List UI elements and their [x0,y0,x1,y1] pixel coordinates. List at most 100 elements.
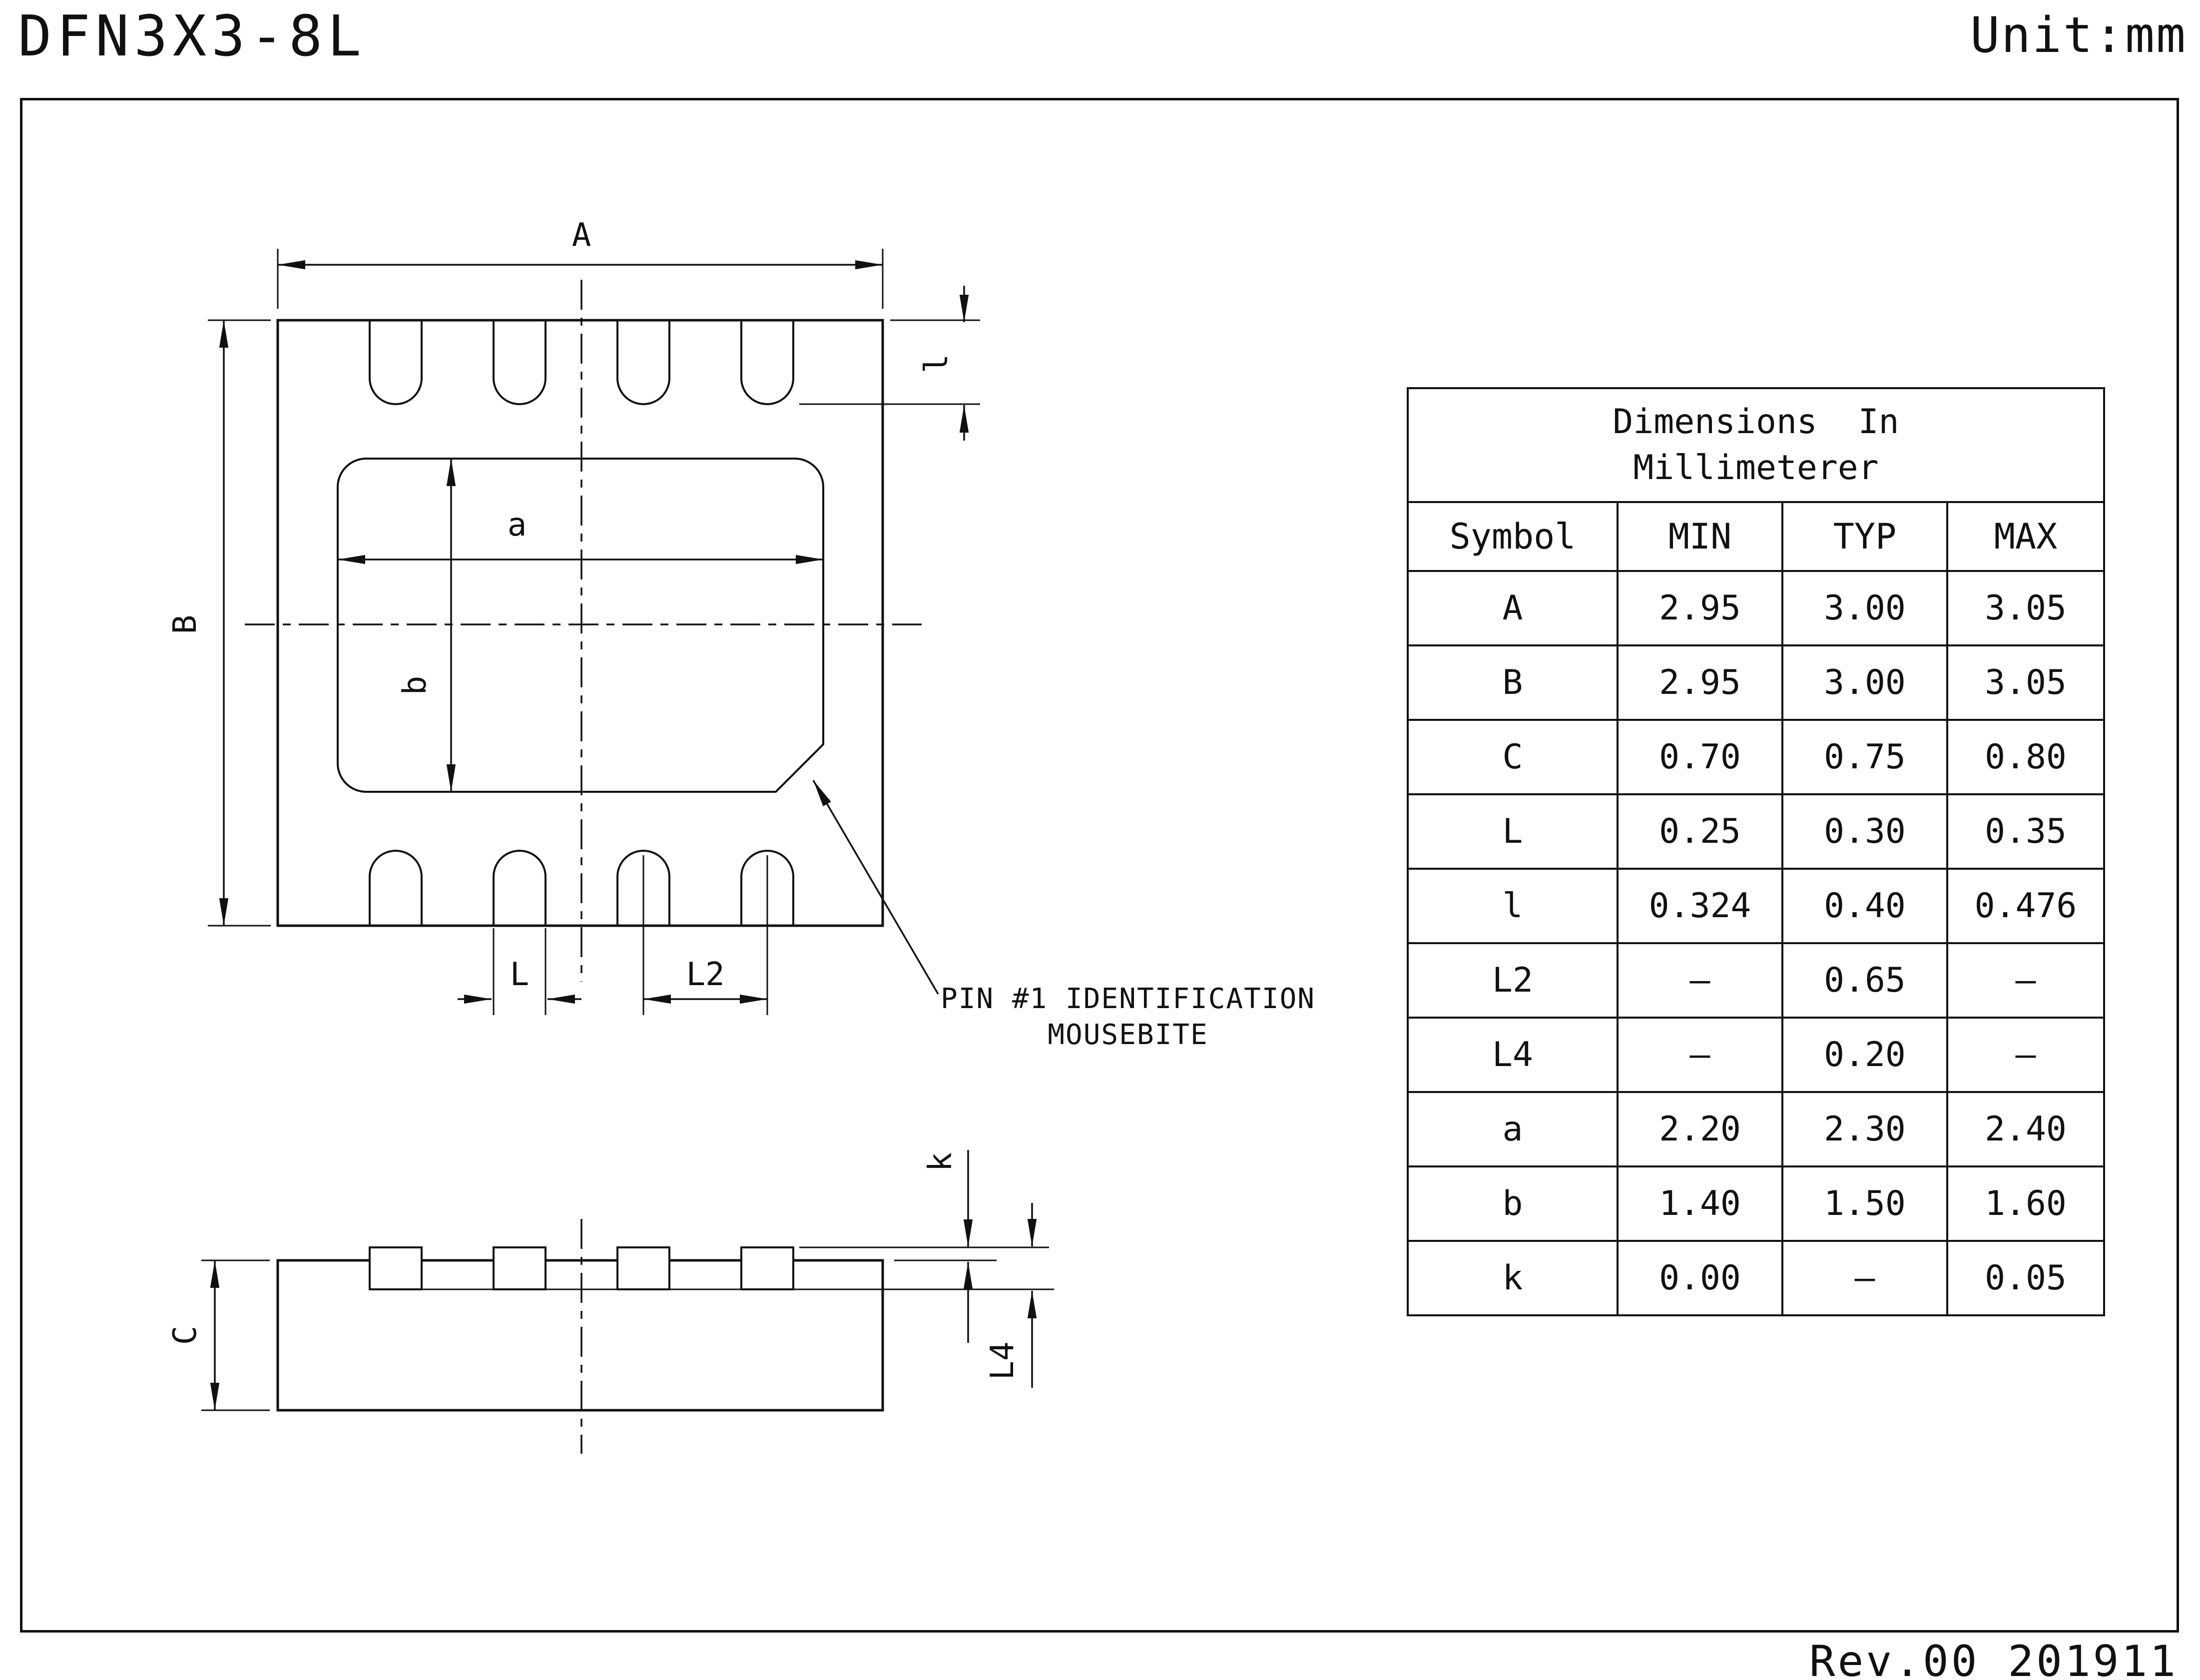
cell-typ: – [1781,1240,1948,1316]
bottom-pad-2 [493,850,547,925]
dim-B-extension-lines [208,319,271,927]
cell-symbol: l [1407,868,1619,944]
table-title-row: Dimensions In Millimeterer [1407,387,2105,503]
dim-L4-label: L4 [984,1341,1021,1380]
table-row: L 0.25 0.30 0.35 [1407,793,2105,870]
col-header-min: MIN [1617,501,1783,572]
package-outline [276,319,884,927]
cell-max: 3.05 [1946,570,2105,646]
cell-typ: 3.00 [1781,570,1948,646]
table-title: Dimensions In Millimeterer [1407,387,2105,503]
cell-symbol: L [1407,793,1619,870]
page-title: DFN3X3-8L [18,4,366,69]
col-header-max: MAX [1946,501,2105,572]
top-pad-2 [493,321,547,405]
table-title-line1: Dimensions In [1613,402,1899,442]
dimensions-table: Dimensions In Millimeterer Symbol MIN TY… [1407,387,2105,1316]
table-row: L2 – 0.65 – [1407,942,2105,1019]
table-row: B 2.95 3.00 3.05 [1407,644,2105,721]
dim-C-extension-lines [201,1259,270,1411]
col-header-symbol: Symbol [1407,501,1619,572]
cell-symbol: L2 [1407,942,1619,1019]
dim-C-label: C [167,1326,204,1345]
cell-symbol: a [1407,1091,1619,1167]
top-pad-3 [616,321,670,405]
exposed-pad [337,458,824,793]
side-lead-4 [740,1246,794,1290]
cell-typ: 3.00 [1781,644,1948,721]
dim-a-label: a [508,507,527,544]
cell-max: – [1946,1017,2105,1093]
dim-A-label: A [572,217,591,254]
table-row: a 2.20 2.30 2.40 [1407,1091,2105,1167]
cell-max: 0.476 [1946,868,2105,944]
cell-min: – [1617,942,1783,1019]
table-row: L4 – 0.20 – [1407,1017,2105,1093]
cell-min: 1.40 [1617,1165,1783,1242]
bottom-pad-4 [740,850,794,925]
dim-L2-label: L2 [686,956,724,993]
cell-max: 0.80 [1946,719,2105,795]
cell-typ: 0.20 [1781,1017,1948,1093]
cell-min: 2.95 [1617,644,1783,721]
cell-typ: 0.30 [1781,793,1948,870]
cell-min: 2.20 [1617,1091,1783,1167]
cell-min: 0.70 [1617,719,1783,795]
cell-min: 0.25 [1617,793,1783,870]
table-row: k 0.00 – 0.05 [1407,1240,2105,1316]
dim-L-label: L [510,956,530,993]
side-lead-1 [369,1246,423,1290]
dim-L2-extension-lines [642,855,768,1015]
cell-max: 1.60 [1946,1165,2105,1242]
table-row: b 1.40 1.50 1.60 [1407,1165,2105,1242]
package-top-view: A B a b l L L2 [167,217,1315,1051]
dim-l-label: l [918,354,955,374]
dim-b-label: b [397,676,434,695]
drawing-border-frame [20,98,2179,1633]
top-pad-1 [369,321,423,405]
table-header-row: Symbol MIN TYP MAX [1407,501,2105,572]
cell-max: 2.40 [1946,1091,2105,1167]
pin1-leader-arrow [812,780,939,995]
side-lead-3 [616,1246,670,1290]
unit-label: Unit:mm [1970,7,2187,64]
cell-symbol: A [1407,570,1619,646]
body-outline [276,1259,884,1412]
cell-typ: 0.65 [1781,942,1948,1019]
dim-B-label: B [167,615,204,634]
cell-max: 0.35 [1946,793,2105,870]
dim-A-extension-lines [277,249,884,309]
pin1-annotation-line2: MOUSEBITE [1048,1019,1208,1051]
cell-typ: 0.75 [1781,719,1948,795]
cell-min: 2.95 [1617,570,1783,646]
cell-max: – [1946,942,2105,1019]
revision-label: Rev.00 201911 [1809,1637,2178,1680]
cell-max: 0.05 [1946,1240,2105,1316]
table-row: l 0.324 0.40 0.476 [1407,868,2105,944]
table-row: C 0.70 0.75 0.80 [1407,719,2105,795]
cell-symbol: k [1407,1240,1619,1316]
table-row: A 2.95 3.00 3.05 [1407,570,2105,646]
cell-typ: 1.50 [1781,1165,1948,1242]
cell-symbol: b [1407,1165,1619,1242]
bottom-pad-3 [616,850,670,925]
cell-typ: 2.30 [1781,1091,1948,1167]
cell-min: 0.00 [1617,1240,1783,1316]
cell-max: 3.05 [1946,644,2105,721]
cell-symbol: B [1407,644,1619,721]
pin1-annotation-line1: PIN #1 IDENTIFICATION [941,983,1315,1015]
col-header-typ: TYP [1781,501,1948,572]
dim-k-label: k [922,1152,959,1172]
table-title-line2: Millimeterer [1633,448,1879,488]
top-pad-4 [740,321,794,405]
cell-min: 0.324 [1617,868,1783,944]
cell-min: – [1617,1017,1783,1093]
side-lead-2 [493,1246,547,1290]
cell-symbol: C [1407,719,1619,795]
dim-L-extension-lines [493,928,547,1015]
cell-typ: 0.40 [1781,868,1948,944]
bottom-pad-1 [369,850,423,925]
package-side-view: C k L4 [167,1150,1054,1454]
